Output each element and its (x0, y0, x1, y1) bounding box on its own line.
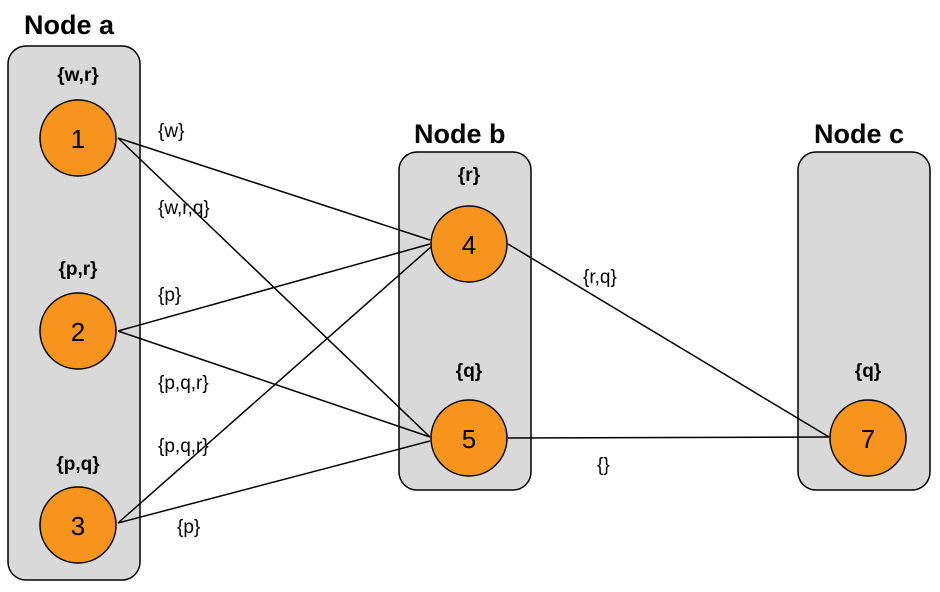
edge-2-4 (117, 243, 431, 332)
node-7-set-label: {q} (855, 361, 882, 382)
node-3-set-label: {p,q} (56, 454, 100, 475)
group-box-node-c (797, 151, 931, 491)
group-title-node-b: Node b (414, 119, 506, 149)
edge-label-2-5: {p,q,r} (158, 373, 209, 394)
node-5: 5 (430, 399, 508, 477)
edge-label-3-4: {p,q,r} (158, 436, 209, 457)
edge-4-7 (507, 243, 830, 438)
node-3: 3 (39, 486, 117, 564)
node-7: 7 (829, 399, 907, 477)
group-title-node-a: Node a (24, 10, 115, 40)
edge-2-5 (117, 330, 431, 438)
edge-labels: {w} {w,r,q} {p} {p,q,r} {p,q,r} {p} {r,q… (158, 121, 617, 538)
node-2: 2 (39, 292, 117, 370)
node-5-label: 5 (462, 424, 476, 454)
edge-label-5-7: {} (597, 455, 610, 476)
node-1-set-label: {w,r} (57, 65, 99, 86)
node-1-label: 1 (71, 124, 85, 154)
node-set-labels: {w,r} {p,r} {p,q} {r} {q} {q} (56, 65, 881, 475)
node-4: 4 (430, 205, 508, 283)
edge-label-3-5: {p} (177, 517, 200, 538)
node-3-label: 3 (71, 511, 85, 541)
edge-label-1-5: {w,r,q} (158, 198, 210, 219)
edge-3-5 (117, 440, 431, 524)
node-2-set-label: {p,r} (58, 259, 98, 280)
node-1-circle (39, 99, 117, 177)
node-5-set-label: {q} (456, 361, 483, 382)
node-7-circle (829, 399, 907, 477)
edge-label-2-4: {p} (158, 285, 181, 306)
node-2-circle (39, 292, 117, 370)
edge-label-4-7: {r,q} (583, 267, 617, 288)
group-title-node-c: Node c (814, 119, 904, 149)
node-4-set-label: {r} (458, 165, 481, 186)
node-4-label: 4 (462, 230, 476, 260)
edge-1-4 (117, 137, 431, 241)
node-5-circle (430, 399, 508, 477)
group-node-c: Node c (797, 119, 931, 491)
node-4-circle (430, 205, 508, 283)
node-3-circle (39, 486, 117, 564)
edge-5-7 (507, 436, 830, 439)
edge-label-1-4: {w} (158, 121, 184, 142)
edges (117, 137, 830, 524)
node-1: 1 (39, 99, 117, 177)
edge-3-4 (117, 245, 433, 524)
node-7-label: 7 (861, 424, 875, 454)
node-2-label: 2 (71, 317, 85, 347)
